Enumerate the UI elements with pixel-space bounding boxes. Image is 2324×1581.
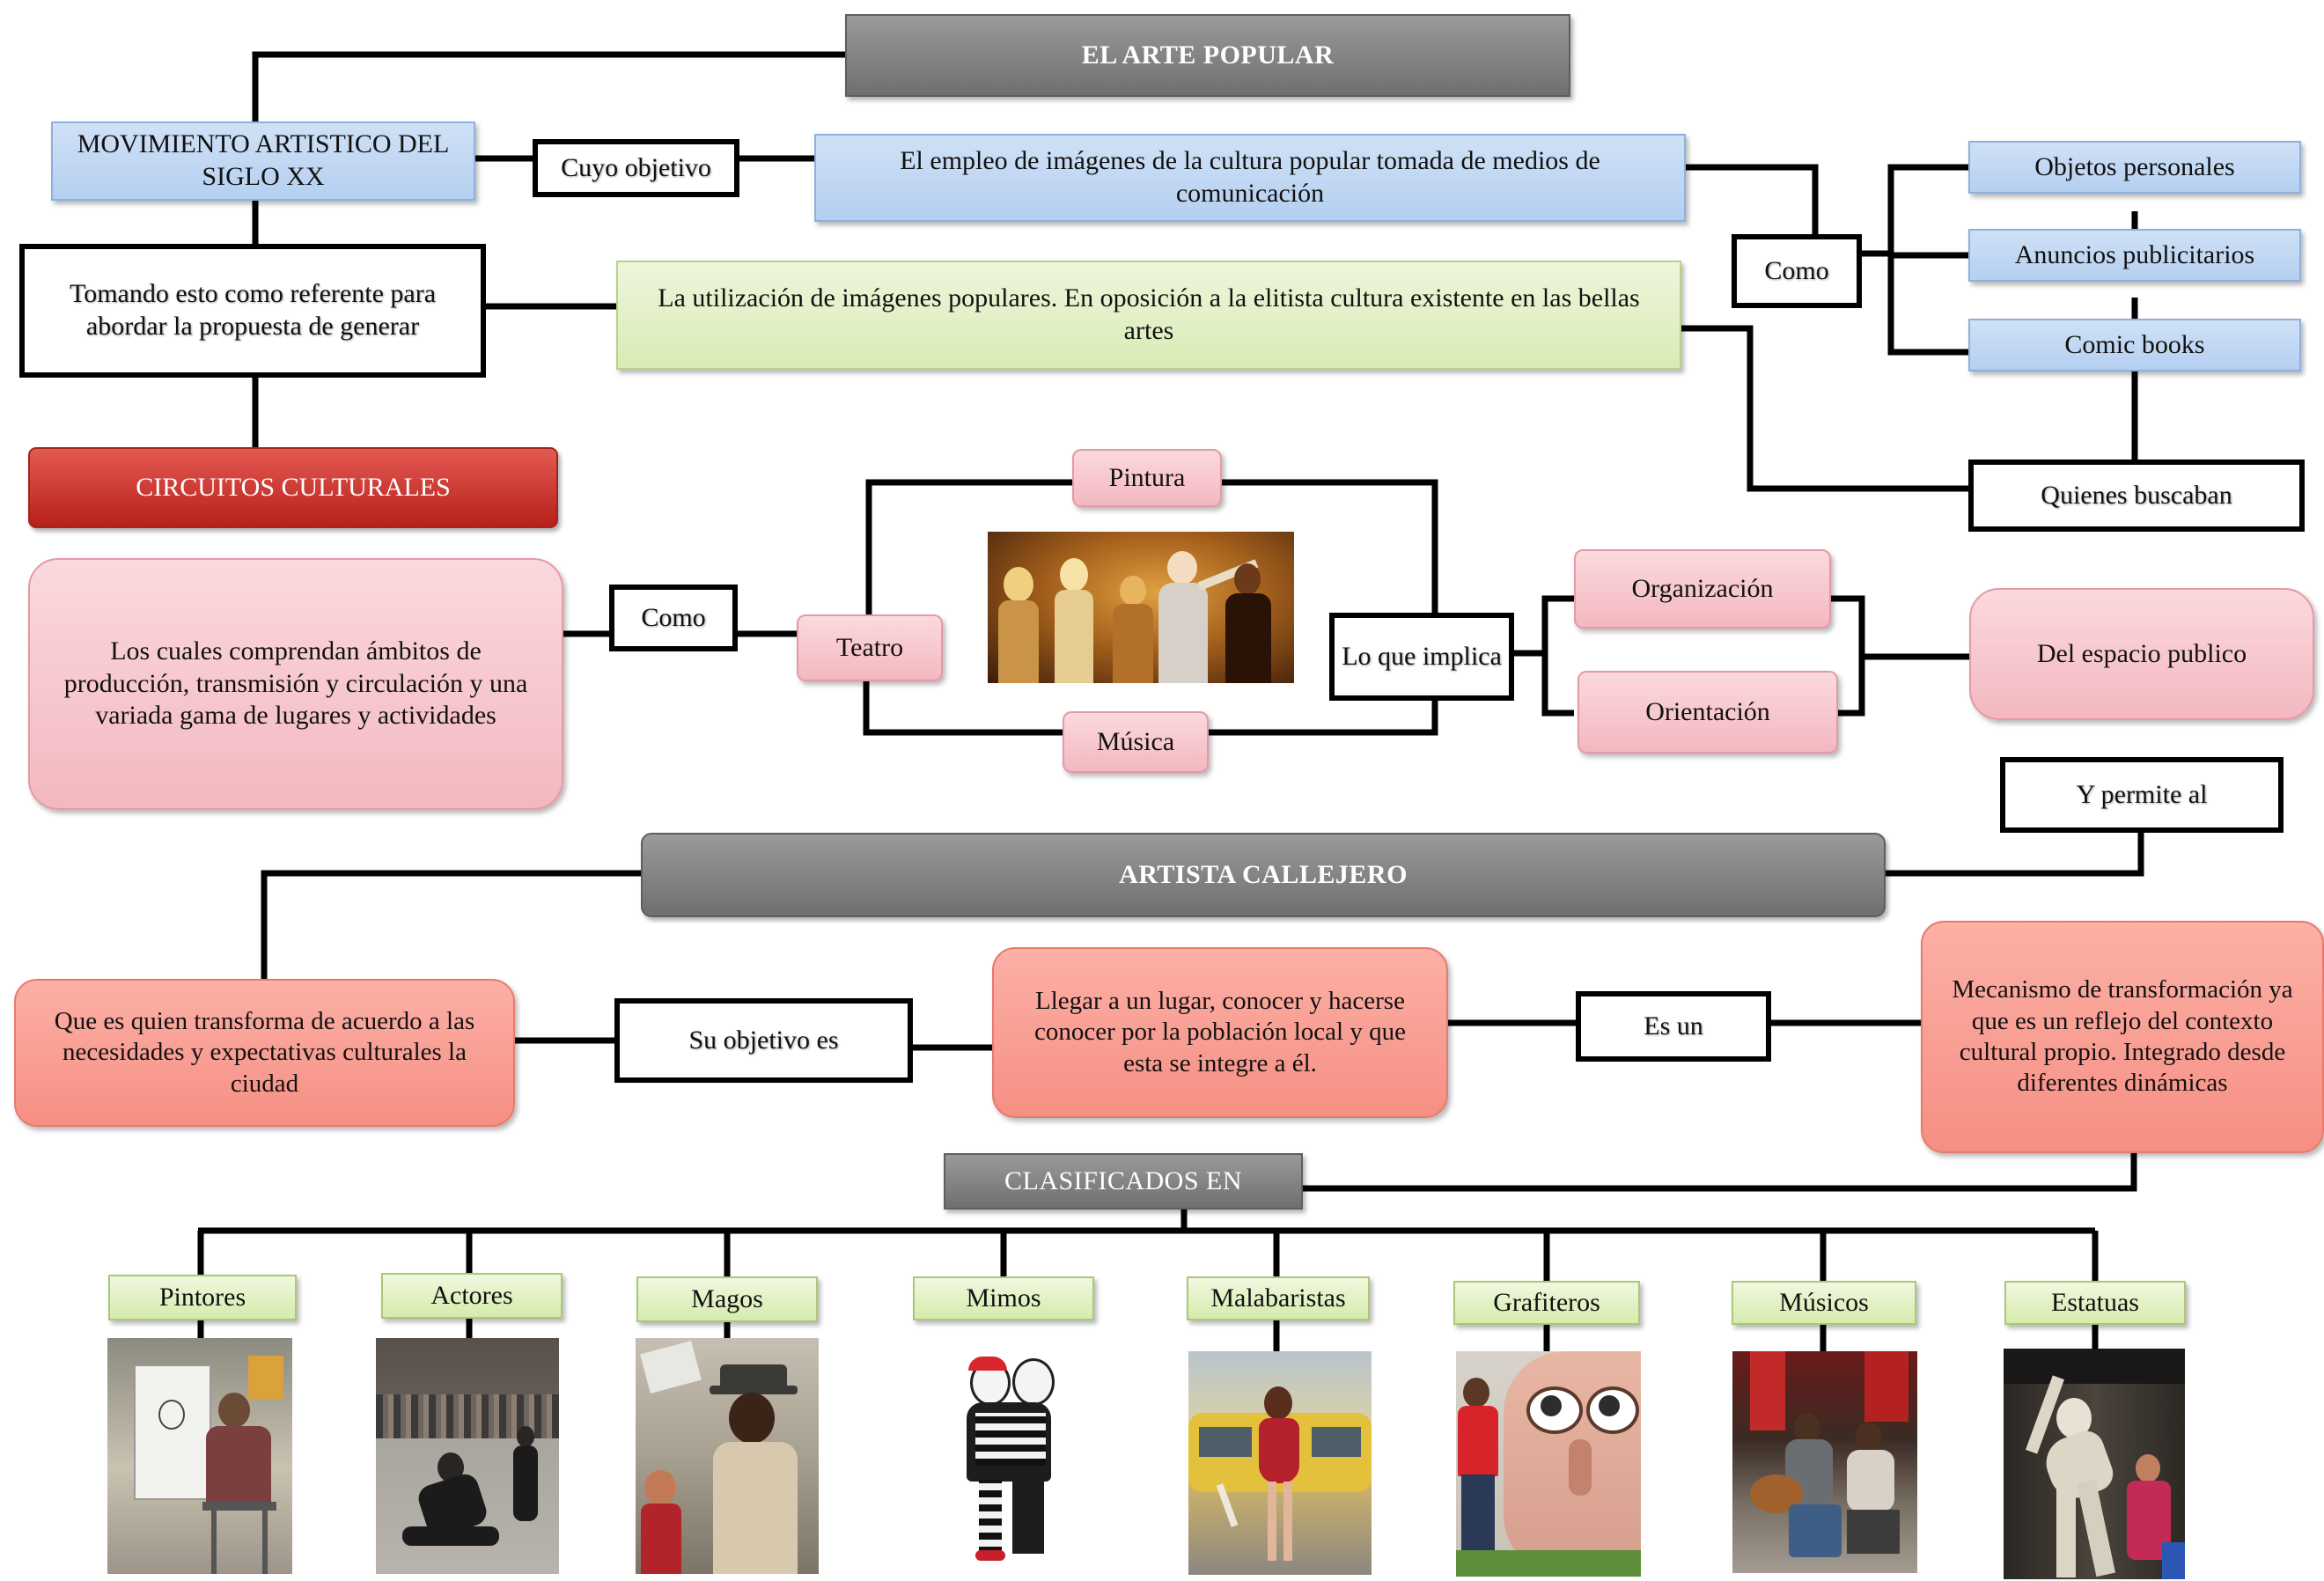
link-lo-que-implica-text: Lo que implica: [1342, 641, 1502, 671]
theatre-photo: [988, 532, 1294, 683]
node-movimiento-artistico: MOVIMIENTO ARTISTICO DEL SIGLO XX: [51, 121, 475, 201]
link-como-2: Como: [609, 585, 738, 651]
node-orientacion: Orientación: [1578, 671, 1838, 754]
node-los-cuales-comprendan-text: Los cuales comprendan ámbitos de producc…: [63, 636, 528, 731]
node-musica: Música: [1063, 711, 1209, 773]
category-magos: Magos: [636, 1276, 818, 1322]
node-llegar-a-un-lugar-text: Llegar a un lugar, conocer y hacerse con…: [1034, 986, 1406, 1077]
node-que-es-quien: Que es quien transforma de acuerdo a las…: [14, 979, 515, 1127]
category-musicos: Músicos: [1732, 1281, 1916, 1325]
link-cuyo-objetivo-text: Cuyo objetivo: [561, 152, 711, 182]
link-y-permite-al-text: Y permite al: [2076, 779, 2208, 809]
node-movimiento-artistico-text: MOVIMIENTO ARTISTICO DEL SIGLO XX: [77, 129, 450, 191]
category-pintores: Pintores: [108, 1275, 297, 1320]
link-como-2-text: Como: [641, 602, 706, 632]
node-tomando-referente: Tomando esto como referente para abordar…: [19, 244, 486, 378]
node-organizacion-text: Organización: [1631, 573, 1774, 603]
header-el-arte-popular: EL ARTE POPULAR: [845, 14, 1570, 97]
node-objetos-personales-text: Objetos personales: [2034, 151, 2235, 181]
header-circuitos-culturales-text: CIRCUITOS CULTURALES: [136, 472, 451, 502]
header-clasificados-en-text: CLASIFICADOS EN: [1004, 1166, 1243, 1195]
musicos-photo: [1732, 1351, 1917, 1573]
node-anuncios-publicitarios-text: Anuncios publicitarios: [2014, 239, 2255, 269]
node-orientacion-text: Orientación: [1645, 696, 1770, 726]
category-mimos: Mimos: [913, 1276, 1094, 1320]
node-anuncios-publicitarios: Anuncios publicitarios: [1968, 229, 2301, 282]
node-objetos-personales: Objetos personales: [1968, 141, 2301, 194]
category-actores: Actores: [381, 1273, 563, 1319]
link-es-un-text: Es un: [1644, 1011, 1703, 1041]
node-tomando-referente-text: Tomando esto como referente para abordar…: [69, 279, 437, 341]
node-empleo-imagenes-text: El empleo de imágenes de la cultura popu…: [900, 146, 1600, 208]
node-mecanismo-transformacion: Mecanismo de transformación ya que es un…: [1921, 921, 2324, 1153]
node-empleo-imagenes: El empleo de imágenes de la cultura popu…: [814, 134, 1686, 222]
node-espacio-publico-text: Del espacio publico: [2036, 638, 2247, 668]
node-utilizacion-imagenes: La utilización de imágenes populares. En…: [616, 261, 1681, 370]
link-su-objetivo-es-text: Su objetivo es: [688, 1025, 839, 1055]
node-comic-books-text: Comic books: [2064, 329, 2205, 359]
node-espacio-publico: Del espacio publico: [1969, 588, 2314, 720]
actores-photo: [376, 1338, 559, 1574]
link-y-permite-al: Y permite al: [2000, 757, 2284, 833]
category-malabaristas: Malabaristas: [1187, 1276, 1370, 1320]
node-quienes-buscaban: Quienes buscaban: [1968, 460, 2305, 532]
header-clasificados-en: CLASIFICADOS EN: [944, 1153, 1303, 1210]
node-llegar-a-un-lugar: Llegar a un lugar, conocer y hacerse con…: [992, 947, 1448, 1118]
category-musicos-text: Músicos: [1779, 1287, 1869, 1317]
category-malabaristas-text: Malabaristas: [1210, 1283, 1346, 1313]
link-cuyo-objetivo: Cuyo objetivo: [533, 139, 739, 197]
link-lo-que-implica: Lo que implica: [1329, 613, 1514, 701]
estatuas-photo: [2004, 1349, 2185, 1579]
category-estatuas: Estatuas: [2004, 1281, 2186, 1325]
magos-photo: [636, 1338, 819, 1574]
category-pintores-text: Pintores: [158, 1282, 246, 1312]
link-su-objetivo-es: Su objetivo es: [614, 998, 913, 1083]
category-grafiteros: Grafiteros: [1453, 1281, 1640, 1325]
node-pintura: Pintura: [1072, 449, 1222, 507]
node-utilizacion-imagenes-text: La utilización de imágenes populares. En…: [658, 283, 1640, 345]
link-como-1-text: Como: [1764, 255, 1829, 285]
category-mimos-text: Mimos: [966, 1283, 1041, 1313]
header-artista-callejero: ARTISTA CALLEJERO: [641, 833, 1886, 917]
node-mecanismo-transformacion-text: Mecanismo de transformación ya que es un…: [1952, 975, 2293, 1098]
link-como-1: Como: [1732, 234, 1862, 308]
category-magos-text: Magos: [691, 1283, 763, 1313]
category-estatuas-text: Estatuas: [2051, 1287, 2139, 1317]
link-es-un: Es un: [1576, 991, 1771, 1062]
header-artista-callejero-text: ARTISTA CALLEJERO: [1119, 859, 1408, 889]
node-pintura-text: Pintura: [1108, 462, 1186, 492]
category-grafiteros-text: Grafiteros: [1493, 1287, 1600, 1317]
node-organizacion: Organización: [1574, 549, 1831, 629]
malabaristas-photo: [1188, 1351, 1372, 1575]
header-el-arte-popular-text: EL ARTE POPULAR: [1081, 40, 1335, 70]
header-circuitos-culturales: CIRCUITOS CULTURALES: [28, 447, 558, 528]
node-que-es-quien-text: Que es quien transforma de acuerdo a las…: [54, 1006, 475, 1098]
node-teatro: Teatro: [797, 614, 943, 681]
category-actores-text: Actores: [430, 1280, 513, 1310]
grafiteros-photo: [1456, 1351, 1641, 1577]
node-comic-books: Comic books: [1968, 319, 2301, 371]
node-quienes-buscaban-text: Quienes buscaban: [2041, 480, 2232, 510]
node-los-cuales-comprendan: Los cuales comprendan ámbitos de producc…: [28, 558, 563, 810]
node-musica-text: Música: [1096, 726, 1175, 756]
mimos-photo: [958, 1351, 1090, 1563]
pintores-photo: [107, 1338, 292, 1574]
node-teatro-text: Teatro: [835, 632, 904, 662]
